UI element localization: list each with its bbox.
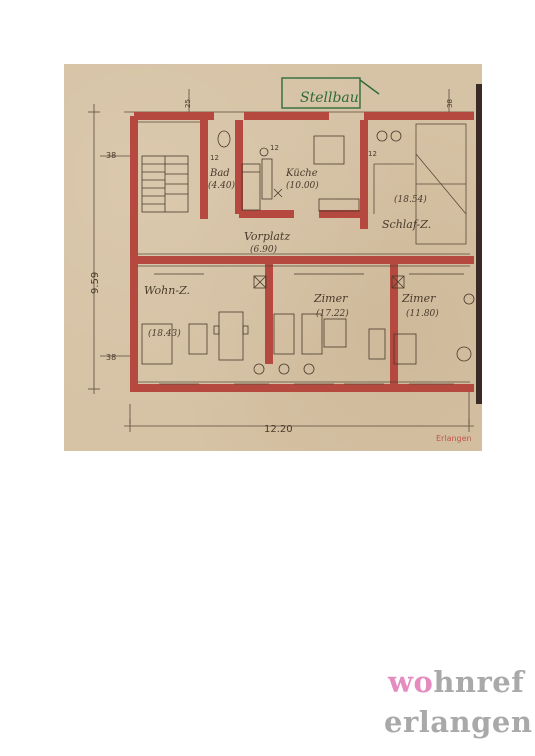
room-vorplatz-name: Vorplatz — [244, 230, 290, 243]
room-zimmer1-name: Zimer — [313, 292, 348, 305]
paper-edge — [476, 84, 482, 404]
room-bad-area: (4.40) — [208, 180, 236, 191]
signature-box: Stellbau — [281, 77, 380, 109]
dim-left-bottom: 38 — [106, 353, 116, 362]
room-wohn-name: Wohn-Z. — [144, 284, 190, 297]
dim-bath-right: 12 — [270, 144, 279, 152]
staircase — [141, 155, 189, 213]
bathroom-fixtures — [217, 130, 402, 211]
dim-top-left: 25 — [184, 99, 192, 108]
logo-line-2: erlangen — [384, 705, 533, 739]
room-zimmer2-name: Zimer — [401, 292, 436, 305]
dim-left-top: 38 — [106, 151, 116, 160]
signature-text: Stellbau — [300, 90, 359, 106]
room-labels: Bad (4.40) Küche (10.00) (18.54) Schlaf-… — [144, 168, 439, 339]
room-wohn-area: (18.43) — [148, 328, 181, 339]
room-bad-name: Bad — [209, 168, 230, 179]
dim-height: 9.59 — [90, 272, 101, 294]
room-vorplatz-area: (6.90) — [250, 244, 278, 255]
logo-line-1: wohnref — [388, 666, 524, 698]
dim-kitchen-right: 12 — [368, 150, 377, 158]
stamp-text: Erlangen — [436, 434, 472, 443]
wohnref-logo: wohnref erlangen — [384, 662, 532, 752]
room-kueche-area: (10.00) — [286, 180, 319, 191]
room-schlaf-area: (18.54) — [394, 194, 427, 205]
logo-line-1-rest: hnref — [433, 665, 525, 699]
room-schlaf-name: Schlaf-Z. — [382, 218, 431, 231]
room-zimmer1-area: (17.22) — [316, 308, 349, 319]
floor-plan-image: Stellbau Bad (4.40) Küche (10.00) (18.54… — [64, 64, 482, 451]
room-kueche-name: Küche — [285, 168, 318, 179]
dimension-labels: 12.20 9.59 25 38 38 38 12 12 12 — [90, 99, 454, 435]
logo-accent: wo — [388, 665, 434, 699]
walls — [130, 112, 474, 392]
window-lines — [138, 121, 470, 385]
dim-bath-left: 12 — [210, 154, 219, 162]
dim-width: 12.20 — [264, 424, 293, 435]
dim-top-right: 38 — [446, 99, 454, 108]
room-zimmer2-area: (11.80) — [406, 308, 439, 319]
kitchen-fixtures — [261, 135, 360, 212]
furniture — [141, 273, 475, 375]
